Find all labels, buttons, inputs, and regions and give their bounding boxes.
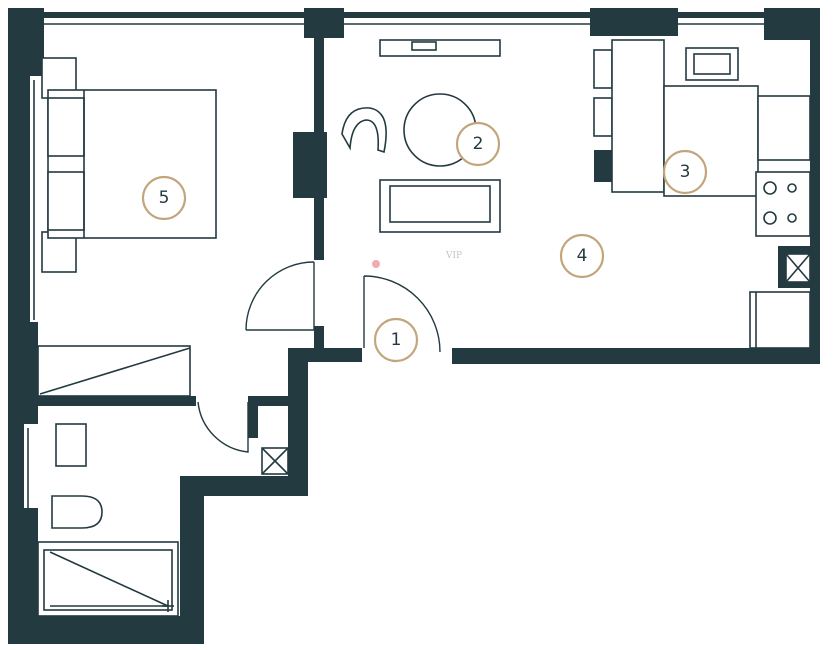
corner-pillar-top-right <box>764 8 820 40</box>
room-number: 2 <box>473 134 484 154</box>
badge-ring <box>141 175 187 221</box>
pillow-bottom <box>47 171 85 231</box>
armchair <box>341 107 387 154</box>
bar-counter <box>611 39 665 193</box>
room-badge-living: 2 <box>455 121 501 167</box>
bathtub-inner <box>43 549 173 611</box>
bedroom-door <box>245 261 315 331</box>
kitchen-sink-basin <box>693 53 731 75</box>
partition-bedroom-upper <box>314 30 324 140</box>
burner-3 <box>763 211 777 225</box>
burner-1 <box>763 181 777 195</box>
sofa-seat <box>389 185 491 223</box>
badge-ring <box>559 233 605 279</box>
bottom-wall-left <box>318 348 362 362</box>
corridor-right-wall <box>288 348 308 496</box>
stool-2 <box>593 97 613 137</box>
room-badge-bedroom: 5 <box>141 175 187 221</box>
room-badge-kitchen: 3 <box>662 149 708 195</box>
bathroom-door <box>197 401 249 453</box>
shaft-wall <box>248 396 258 438</box>
washing-machine <box>749 291 811 349</box>
tv-unit <box>379 39 501 57</box>
doors <box>197 261 441 453</box>
sink <box>55 423 87 467</box>
burner-2 <box>787 183 797 193</box>
bath-top-wall <box>30 396 196 406</box>
toilet <box>51 495 103 529</box>
top-wall <box>8 12 808 18</box>
ventilation-shafts <box>261 246 814 475</box>
room-badge-entrance: 1 <box>373 317 419 363</box>
burner-4 <box>787 213 797 223</box>
left-wall-bedroom <box>8 76 30 326</box>
location-marker <box>372 260 380 268</box>
bath-top-wall-right <box>248 396 290 406</box>
windows <box>27 23 764 508</box>
bathroom-bottom-wall <box>8 616 204 644</box>
room-number: 3 <box>680 162 691 182</box>
watermark: VIP <box>445 251 462 261</box>
stove <box>755 171 811 237</box>
room-number: 4 <box>577 246 588 266</box>
entrance-door <box>363 275 441 353</box>
room-number: 5 <box>159 188 170 208</box>
partition-door-jamb <box>314 326 324 356</box>
bottom-wall-right <box>452 348 820 364</box>
left-wall-bath <box>8 424 24 510</box>
wardrobe <box>37 345 191 397</box>
partition-bedroom-lower <box>314 196 324 260</box>
corridor-bottom-wall <box>180 476 306 496</box>
bathroom-right-wall <box>180 476 204 644</box>
walls <box>8 8 820 644</box>
badge-ring <box>373 317 419 363</box>
kitchen-fixtures <box>593 39 811 349</box>
tv <box>411 41 437 51</box>
bedroom-furniture <box>41 57 217 273</box>
badge-ring <box>662 149 708 195</box>
left-wall-pillar <box>8 322 38 424</box>
bathroom-fixtures <box>37 423 179 617</box>
stool-1 <box>593 49 613 89</box>
fridge <box>757 95 811 161</box>
corner-pillar-top-left <box>8 8 44 76</box>
room-badge-studio: 4 <box>559 233 605 279</box>
room-number: 1 <box>391 330 402 350</box>
living-furniture <box>341 39 501 233</box>
right-wall <box>810 36 820 364</box>
pillar-top-right <box>590 8 678 36</box>
partition-bedroom-block <box>293 132 327 198</box>
pillow-top <box>47 97 85 157</box>
badge-ring <box>455 121 501 167</box>
